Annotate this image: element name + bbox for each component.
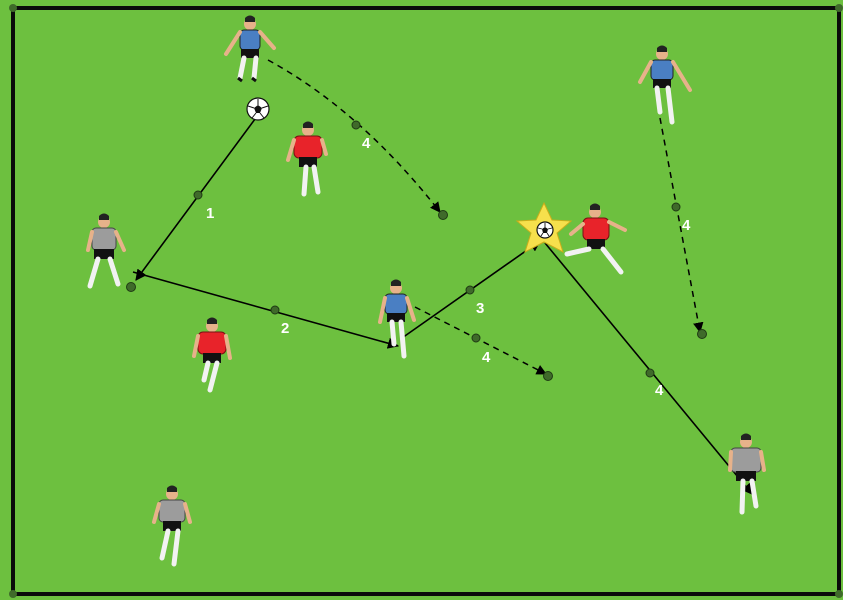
line-dot	[351, 120, 361, 130]
end-point-dot	[438, 210, 448, 220]
line-dot	[471, 333, 481, 343]
step-label-3: 3	[476, 300, 484, 317]
end-point-dot	[543, 371, 553, 381]
line-dot	[270, 305, 280, 315]
step-label-4-pass: 4	[655, 382, 664, 399]
pass-line-4	[544, 242, 753, 495]
pitch-boundary	[11, 6, 841, 596]
player-blue	[224, 15, 276, 83]
line-dot	[671, 202, 681, 212]
run-line-4-center	[414, 306, 547, 375]
player-blue	[638, 45, 692, 125]
line-dot	[193, 190, 203, 200]
corner-marker	[835, 4, 843, 12]
line-dot	[465, 285, 475, 295]
corner-marker	[835, 590, 843, 598]
end-point-dot	[126, 282, 136, 292]
step-label-1: 1	[206, 205, 214, 222]
soccer-ball-icon	[246, 97, 270, 121]
step-label-4-center: 4	[482, 349, 491, 366]
player-grey	[728, 433, 766, 515]
player-blue	[378, 279, 416, 359]
player-red	[286, 121, 328, 197]
player-red	[564, 203, 627, 275]
end-point-dot	[697, 329, 707, 339]
player-red	[192, 317, 232, 393]
run-line-4-right	[659, 117, 704, 334]
line-markers	[126, 120, 707, 381]
line-dot	[645, 368, 655, 378]
corner-marker	[9, 590, 17, 598]
step-label-2: 2	[281, 320, 289, 337]
player-grey	[86, 213, 126, 289]
player-grey	[152, 485, 192, 567]
soccer-ball-icon	[536, 221, 554, 239]
player-shirt	[239, 29, 261, 51]
movement-lines	[132, 59, 753, 495]
corner-marker	[9, 4, 17, 12]
step-label-4-right: 4	[682, 217, 691, 234]
step-label-4-top: 4	[362, 135, 371, 152]
pass-line-2	[132, 271, 400, 349]
run-line-4-top	[267, 59, 441, 213]
